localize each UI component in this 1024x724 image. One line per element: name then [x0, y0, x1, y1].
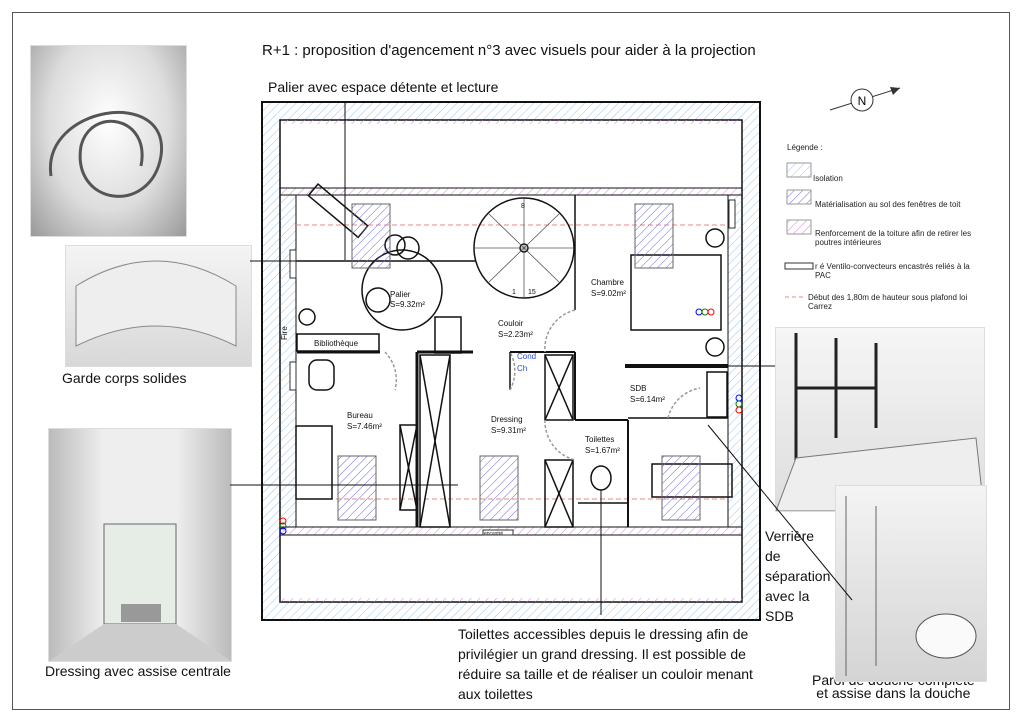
line: avec la [765, 588, 810, 604]
spiral-stair-steps [474, 198, 574, 298]
dressing-sketch [49, 523, 231, 661]
stair-number: 1 [512, 289, 516, 296]
line: et assise dans la douche [816, 685, 971, 701]
legend-swatch-isolation [786, 162, 812, 178]
room-label-bureau: Bureau [347, 411, 373, 420]
line: réduire sa taille et de réaliser un coul… [458, 666, 753, 682]
bathroom-image [835, 485, 987, 682]
roof-windows [337, 203, 701, 521]
insulation-left [279, 194, 297, 528]
line: Verrière [765, 528, 815, 544]
spiral-staircase-image [30, 45, 187, 237]
annotation-palier: Palier avec espace détente et lecture [268, 79, 499, 95]
line: Toilettes accessibles depuis le dressing… [458, 626, 749, 642]
ventilo-convectors [289, 199, 736, 536]
room-label-toilettes: Toilettes [585, 435, 614, 444]
legend-swatch-renforcement [786, 219, 812, 235]
room-label-dressing: Dressing [491, 415, 523, 424]
insulation-right [727, 194, 743, 528]
room-label-chambre: Chambre [591, 278, 624, 287]
bathroom-sketch [845, 496, 977, 676]
leader-lines [230, 102, 853, 615]
line: SDB [765, 608, 794, 624]
room-label-sdb: SDB [630, 384, 646, 393]
legend-title: Légende : [787, 143, 823, 152]
line: privilégier un grand dressing. Il est po… [458, 646, 746, 662]
dressing-image [48, 428, 232, 662]
legend-isolation: Isolation [813, 174, 843, 183]
page-title: R+1 : proposition d'agencement n°3 avec … [262, 42, 756, 59]
legend-swatch-fenetres [786, 189, 812, 205]
compass: N [829, 87, 901, 112]
encastre-label: encastré [484, 531, 503, 537]
bibliotheque-label: Bibliothèque [314, 339, 359, 348]
line: séparation [765, 568, 831, 584]
room-area-toilettes: S=1.67m² [585, 446, 620, 455]
legend-ventilo: r é Ventilo-convecteurs encastrés reliés… [815, 262, 970, 280]
legend-fenetres: Matérialisation au sol des fenêtres de t… [815, 200, 961, 209]
legend-renforcement: Renforcement de la toiture afin de retir… [815, 229, 972, 247]
room-area-bureau: S=7.46m² [347, 422, 382, 431]
roof-reinforcement-top [279, 187, 743, 196]
stair-number: 8 [521, 203, 525, 210]
room-area-chambre: S=9.02m² [591, 289, 626, 298]
network-outlets [279, 308, 743, 535]
line: de [765, 548, 781, 564]
legend-carrez: Début des 1,80m de hauteur sous plafond … [808, 293, 968, 311]
ch-label: Ch [517, 364, 527, 373]
bedroom-image [775, 327, 985, 512]
annotation-toilettes: Toilettes accessibles depuis le dressing… [458, 624, 753, 704]
guardrail-image [65, 245, 252, 367]
legend-swatch-ventilo [784, 262, 814, 270]
annotation-verriere: Verrière de séparation avec la SDB [765, 526, 830, 626]
spiral-stair-sketch [49, 111, 163, 198]
cond-label: Cond [517, 352, 536, 361]
room-label-couloir: Couloir [498, 319, 524, 328]
room-area-dressing: S=9.31m² [491, 426, 526, 435]
room-label-palier: Palier [390, 290, 411, 299]
line: aux toilettes [458, 686, 533, 702]
room-area-sdb: S=6.14m² [630, 395, 665, 404]
stair-number: 15 [528, 289, 536, 296]
annotation-dressing: Dressing avec assise centrale [45, 663, 231, 679]
room-area-palier: S=9.32m² [390, 300, 425, 309]
guardrail-sketch [75, 260, 237, 347]
compass-north-label: N [858, 94, 867, 108]
fire-label: Fire [280, 326, 289, 340]
room-area-couloir: S=2.23m² [498, 330, 533, 339]
annotation-garde-corps: Garde corps solides [62, 370, 187, 386]
page-frame [12, 12, 1010, 710]
